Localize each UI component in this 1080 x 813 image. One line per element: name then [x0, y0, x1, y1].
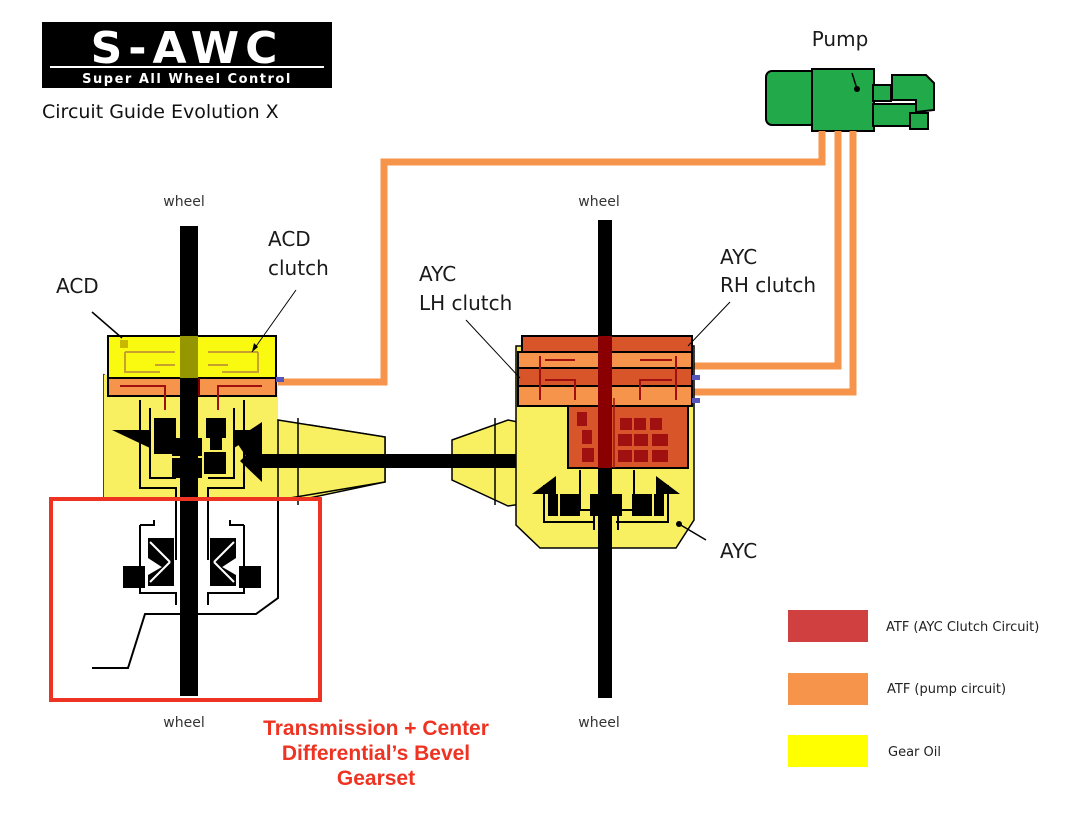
s-awc-logo: S-AWC Super All Wheel Control [42, 22, 332, 88]
legend-label-ayc-clutch: ATF (AYC Clutch Circuit) [886, 620, 1039, 635]
transmission-highlight-box [49, 497, 322, 702]
legend-swatch-pump [788, 673, 868, 705]
acd-unit [91, 289, 386, 505]
front-wheel-label-top: wheel [163, 194, 204, 210]
legend-swatch-gear-oil [788, 735, 868, 767]
ayc-port-lower [692, 398, 700, 403]
legend-swatch-ayc-clutch [788, 610, 868, 642]
center-differential-bevel-gearset [92, 500, 279, 669]
pump-icon [765, 68, 935, 132]
ayc-rh-clutch-label-line2: RH clutch [720, 273, 816, 297]
caption-line2: Differential’s Bevel [282, 742, 470, 765]
pump-circuit-pipes [276, 131, 857, 396]
legend: ATF (AYC Clutch Circuit) ATF (pump circu… [788, 610, 1039, 767]
ayc-label: AYC [720, 539, 757, 563]
ayc-rh-clutch-label-line1: AYC [720, 245, 757, 269]
ayc-lh-clutch-label-line2: LH clutch [419, 291, 512, 315]
logo-background [42, 22, 332, 88]
caption-line3: Gearset [337, 767, 415, 790]
pipe-to-acd [276, 131, 826, 386]
legend-label-pump: ATF (pump circuit) [887, 682, 1006, 697]
acd-clutch-label-line1: ACD [268, 227, 311, 251]
logo-title: S-AWC [91, 23, 284, 74]
logo-subtitle: Super All Wheel Control [82, 72, 292, 87]
rear-wheel-label-bottom: wheel [578, 715, 619, 731]
rear-wheel-label-top: wheel [578, 194, 619, 210]
acd-label: ACD [56, 274, 99, 298]
diagram-heading: Circuit Guide Evolution X [42, 101, 279, 123]
caption-line1: Transmission + Center [263, 717, 489, 740]
pipe-to-ayc-upper [692, 131, 842, 370]
acd-port [276, 377, 284, 382]
legend-label-gear-oil: Gear Oil [888, 745, 941, 760]
pipe-to-ayc-lower [692, 131, 857, 396]
front-wheel-label-bottom: wheel [163, 715, 204, 731]
ayc-lh-clutch-label-line1: AYC [419, 262, 456, 286]
pump-label: Pump [812, 27, 869, 51]
acd-clutch-label-line2: clutch [268, 256, 329, 280]
ayc-port-upper [692, 375, 700, 380]
